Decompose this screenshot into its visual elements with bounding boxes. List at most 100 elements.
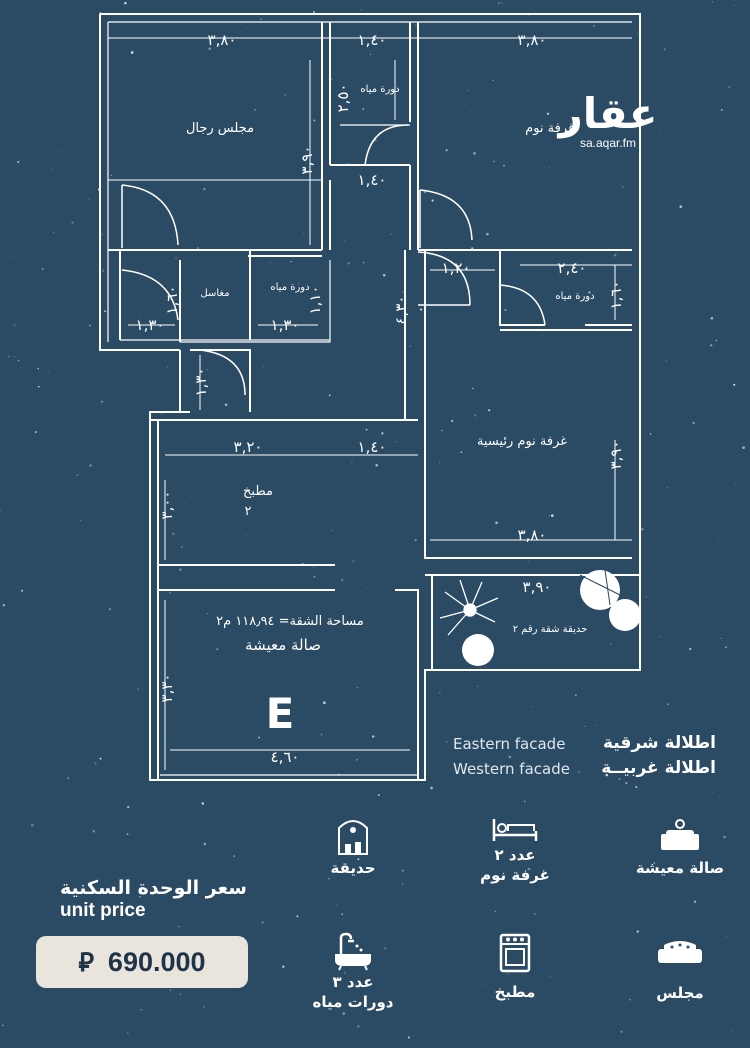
stove-icon <box>499 933 531 973</box>
star <box>733 4 735 6</box>
star <box>596 725 598 727</box>
star <box>490 7 492 9</box>
star <box>127 805 130 809</box>
bed-icon <box>492 819 538 841</box>
feature-bathrooms-count: عدد ٣ <box>332 973 374 991</box>
door-arc <box>419 189 473 248</box>
star <box>102 269 105 272</box>
feature-kitchen: مطبخ <box>455 932 575 1002</box>
star <box>20 589 24 592</box>
star <box>7 355 10 358</box>
door-arc <box>364 124 409 166</box>
star <box>473 414 477 417</box>
star <box>84 343 85 345</box>
dim-label: ٣,٩٠ <box>607 441 625 470</box>
star <box>457 402 458 404</box>
dim-label: ١,٣٠ <box>271 316 300 334</box>
star <box>635 786 638 789</box>
star <box>742 446 745 449</box>
star <box>653 862 656 864</box>
star <box>488 409 491 412</box>
room-label-wc-top: دورة مياه <box>360 84 399 95</box>
dim-label: ١,١٠ <box>306 286 324 315</box>
star <box>649 433 652 435</box>
star <box>341 913 344 916</box>
star <box>575 694 577 696</box>
star <box>712 791 714 793</box>
dim-label: ٣,٣٠ <box>158 674 176 703</box>
star <box>185 505 187 507</box>
star <box>681 788 683 790</box>
star <box>588 291 591 294</box>
dim-label: ١,٦٠ <box>607 281 625 310</box>
star <box>94 762 97 765</box>
floor-plan: ٣,٨٠ ١,٤٠ ٣,٨٠ ١,٤٠ ١,٢٠ ٢,٤٠ ١,٣٠ ١,٣٠ … <box>99 13 641 781</box>
room-label-bedroom: غرفة نوم <box>525 121 575 136</box>
star <box>618 778 621 780</box>
star <box>263 366 265 368</box>
star <box>728 85 731 89</box>
outer-wall-inner <box>107 21 632 780</box>
star <box>390 233 392 235</box>
star <box>220 1046 222 1047</box>
star <box>464 149 465 150</box>
room-label-garden: حديقة شقة رقم ٢ <box>513 624 588 635</box>
star <box>258 736 260 739</box>
wall <box>330 22 419 250</box>
star <box>605 773 609 777</box>
star <box>486 232 489 236</box>
star <box>340 578 344 582</box>
star <box>667 703 669 705</box>
star <box>620 1030 623 1033</box>
star <box>548 515 550 517</box>
star <box>302 233 305 235</box>
star <box>401 291 404 294</box>
feature-bedrooms-label: غرفة نوم <box>480 866 550 884</box>
star <box>172 532 175 536</box>
star <box>625 781 628 785</box>
garden-icon <box>338 820 368 855</box>
star <box>139 895 141 898</box>
star <box>660 134 662 136</box>
star <box>140 1009 142 1011</box>
star <box>126 38 127 40</box>
star <box>495 521 498 525</box>
couch-icon <box>658 941 702 963</box>
aqar-logo: عقار sa.aqar.fm <box>558 92 658 151</box>
star <box>550 514 554 517</box>
star <box>466 265 468 268</box>
star <box>592 24 595 27</box>
star <box>323 701 326 705</box>
star <box>253 108 257 111</box>
star <box>320 733 323 736</box>
star <box>362 261 365 264</box>
star <box>689 647 692 651</box>
star <box>507 973 509 975</box>
star <box>419 308 423 311</box>
star <box>313 119 316 122</box>
star <box>208 47 211 50</box>
star <box>233 855 236 857</box>
star <box>224 403 228 407</box>
star <box>503 164 505 167</box>
door-arc <box>417 251 471 306</box>
star <box>472 387 474 390</box>
star <box>79 519 82 521</box>
star <box>41 268 44 270</box>
dim-label: ١,٤٠ <box>358 171 387 189</box>
star <box>532 705 534 707</box>
star <box>494 910 496 912</box>
feature-bedrooms-count: عدد ٢ <box>494 846 536 864</box>
unit-price-ar: سعر الوحدة السكنية <box>60 877 247 899</box>
star <box>445 741 448 743</box>
star <box>477 685 479 687</box>
star <box>124 1 127 5</box>
outer-wall <box>99 13 641 781</box>
wall <box>157 420 419 780</box>
unit-price-en: unit price <box>60 900 146 921</box>
wall <box>499 250 632 331</box>
plant-icon <box>439 569 641 666</box>
star <box>336 904 339 907</box>
star <box>577 770 581 773</box>
